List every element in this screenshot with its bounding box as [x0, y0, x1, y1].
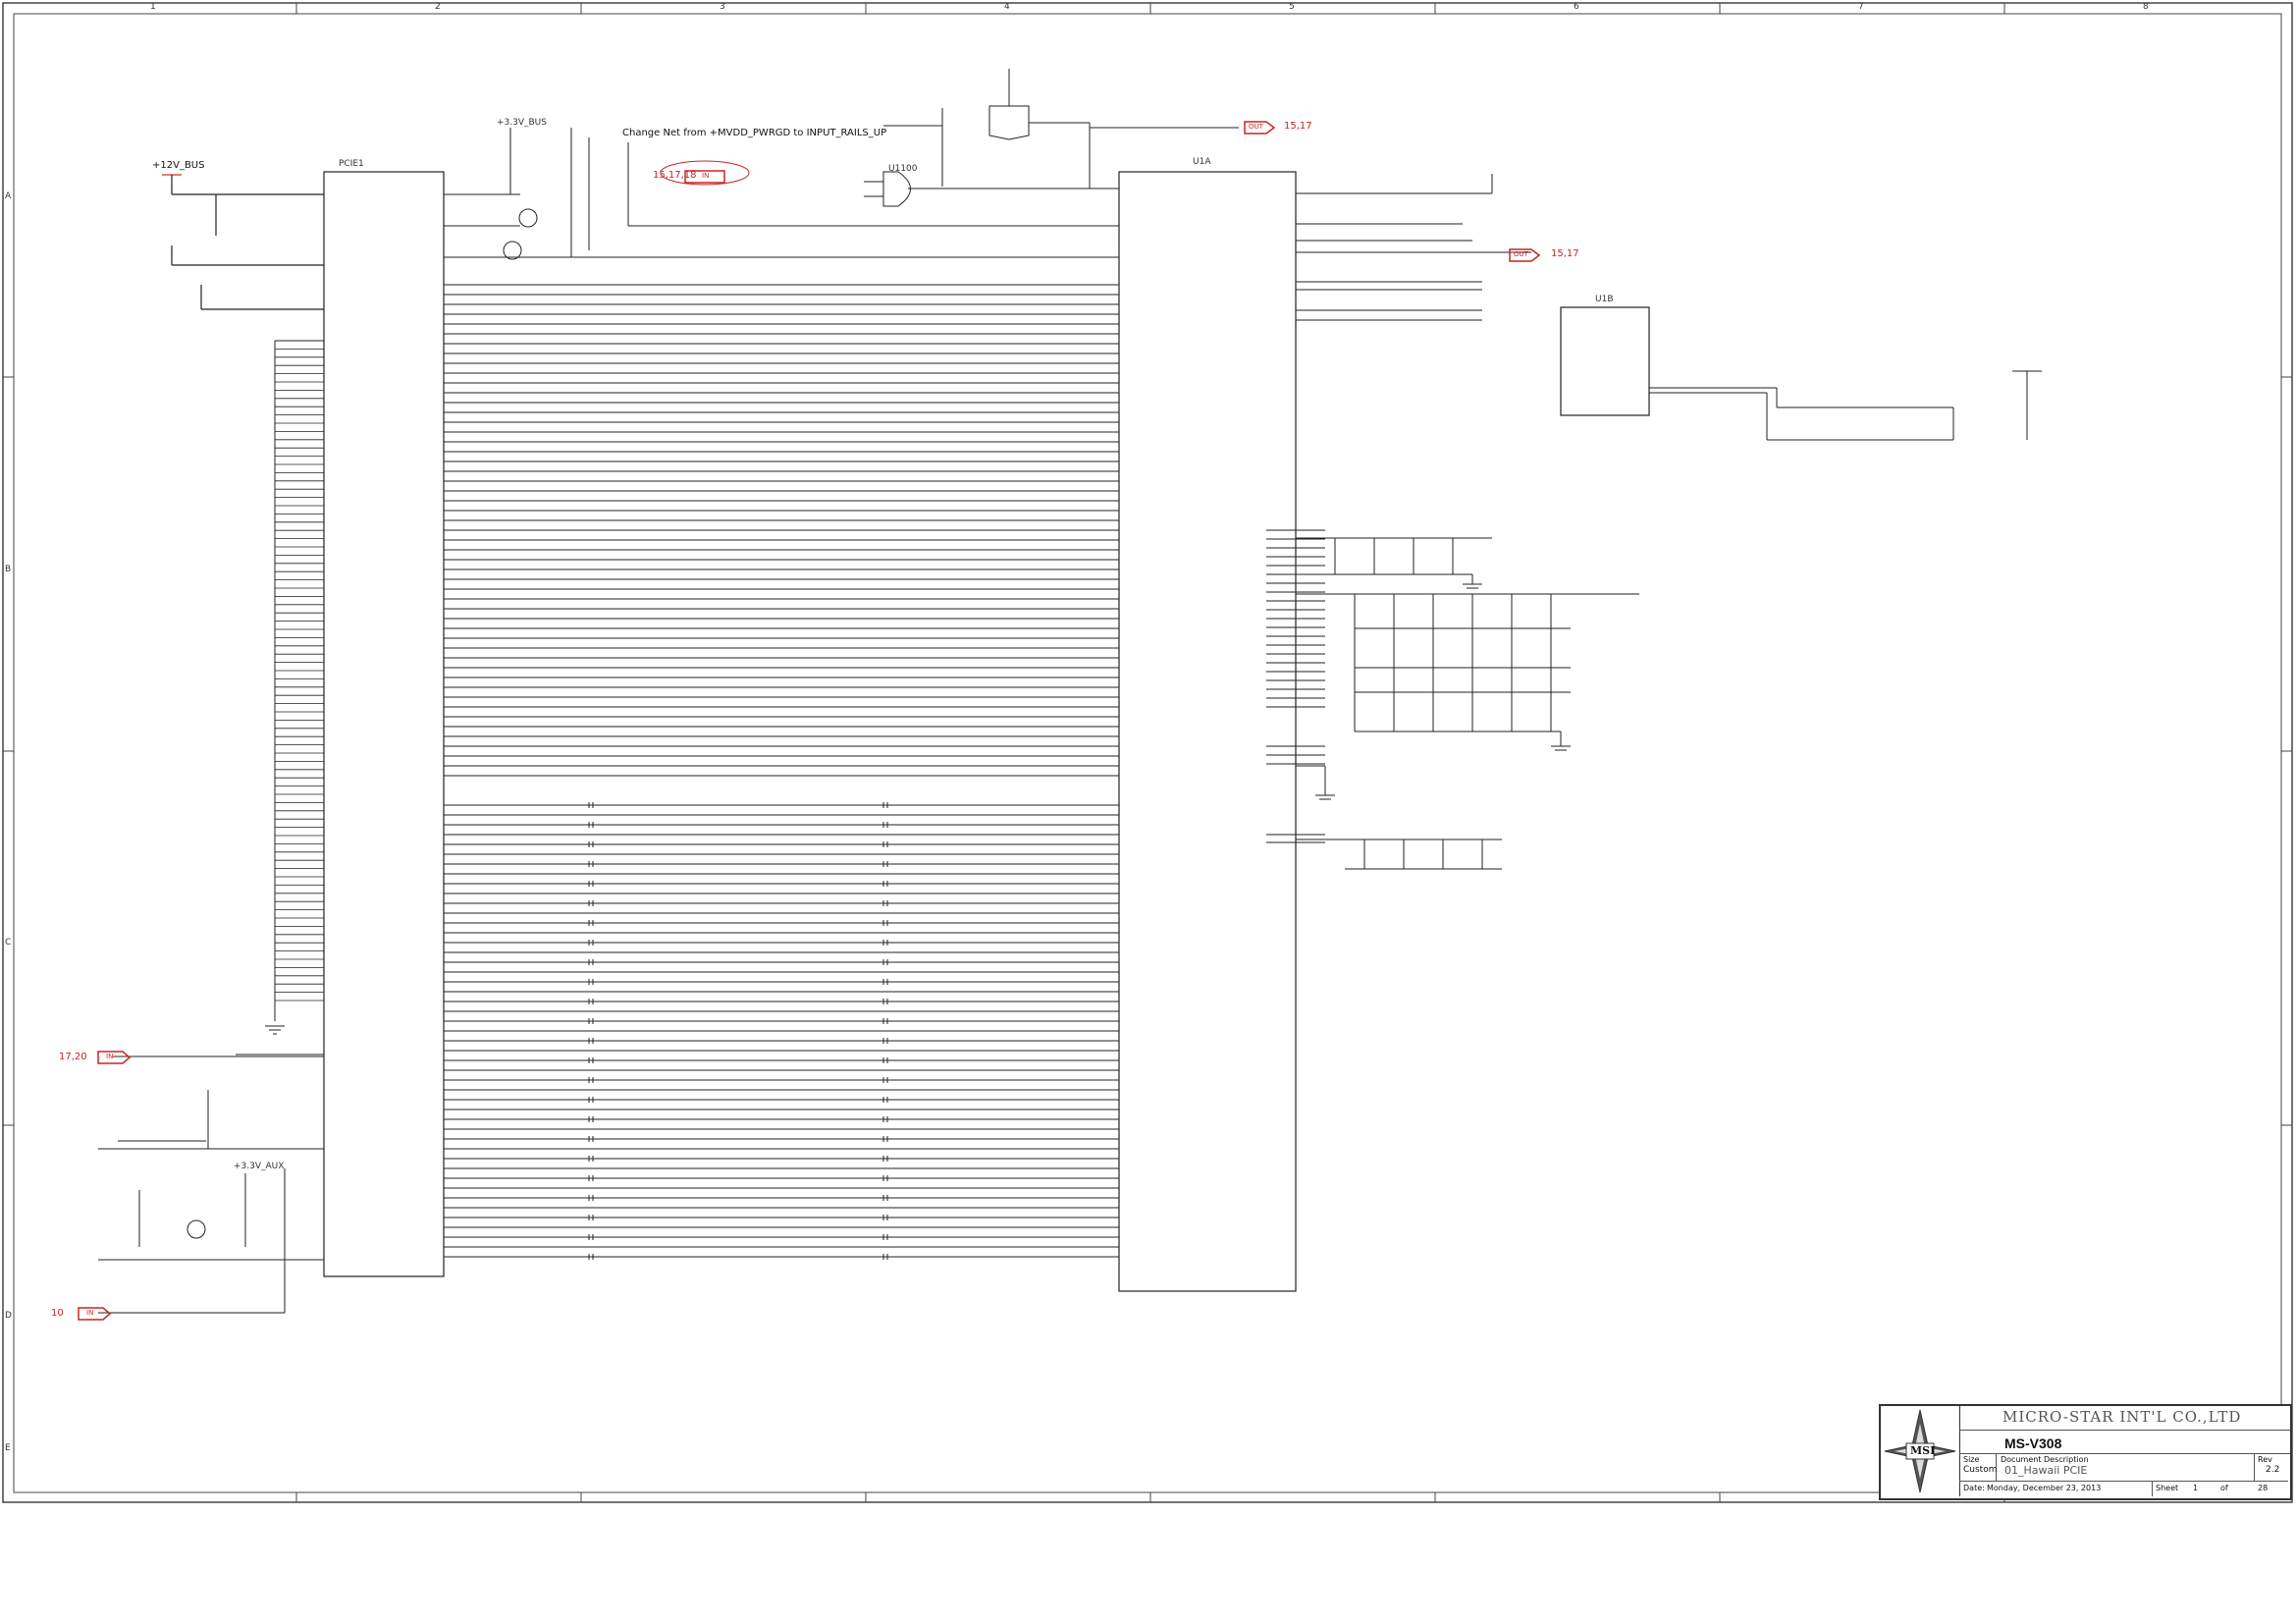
offpage-arrows [78, 121, 1541, 1321]
gnd-pin-lines [275, 340, 324, 1001]
col-number: 4 [1004, 2, 1010, 12]
top-logic [444, 69, 1239, 260]
gpu-right-signals [1296, 174, 1531, 321]
net-label-12v-bus: +12V_BUS [152, 160, 205, 171]
sheet-value: 1 [2193, 1484, 2199, 1492]
signal-rows [444, 284, 1119, 1260]
rev-label: Rev [2258, 1455, 2272, 1464]
msi-star-icon [1884, 1409, 1956, 1493]
model-number: MS-V308 [2004, 1435, 2062, 1451]
offpage-dir: OUT [1514, 250, 1528, 258]
row-letter: E [5, 1443, 11, 1453]
decap-bank-2 [1296, 593, 1639, 746]
msi-logo: MSI [1881, 1406, 1960, 1496]
title-block: MSI MICRO-STAR INT'L CO.,LTD MS-V308 Siz… [1879, 1404, 2292, 1500]
gpu-u1a-ref: U1A [1193, 157, 1211, 167]
u1b-wiring [1649, 370, 2042, 441]
of-label: of [2220, 1484, 2228, 1492]
gate-ic-ref: U1100 [888, 164, 918, 174]
msi-logo-text: MSI [1910, 1444, 1936, 1457]
sheet-label: Sheet [2156, 1484, 2179, 1492]
company-name: MICRO-STAR INT'L CO.,LTD [2002, 1408, 2242, 1426]
of-value: 28 [2258, 1484, 2269, 1492]
left-bottom-circuit [98, 1054, 324, 1314]
row-letter: C [5, 938, 12, 947]
offpage-ref: 15,17 [1551, 248, 1579, 259]
doc-desc-label: Document Description [2001, 1455, 2089, 1464]
offpage-ref: 10 [51, 1308, 64, 1319]
row-letter: A [5, 191, 12, 201]
row-letter: D [5, 1311, 12, 1321]
change-net-note: Change Net from +MVDD_PWRGD to INPUT_RAI… [622, 128, 887, 138]
offpage-dir: OUT [1249, 123, 1263, 131]
doc-desc-value: 01_Hawaii PCIE [2004, 1464, 2088, 1477]
col-number: 2 [435, 2, 441, 12]
gpu-bottom [1296, 765, 1326, 795]
zone-ticks [3, 3, 2292, 1502]
date-label: Date: [1963, 1484, 1985, 1492]
offpage-ref: 15,17 [1284, 121, 1312, 132]
decap-bank-3 [1296, 839, 1502, 870]
col-number: 7 [1858, 2, 1864, 12]
offpage-ref: 15,17,18 [653, 170, 697, 181]
size-value: Custom [1963, 1465, 1998, 1475]
date-value: Monday, December 23, 2013 [1987, 1484, 2102, 1492]
inner-frame [13, 13, 2282, 1493]
offpage-dir: IN [86, 1309, 94, 1317]
pcie-connector-ref: PCIE1 [339, 159, 364, 169]
rev-value: 2.2 [2266, 1465, 2280, 1475]
decap-bank-1 [1296, 537, 1492, 584]
offpage-ref: 17,20 [59, 1052, 87, 1062]
col-number: 5 [1289, 2, 1295, 12]
gpu-u1a-body [1118, 171, 1297, 1292]
net-label-3v3-aux: +3.3V_AUX [234, 1162, 285, 1171]
col-number: 3 [720, 2, 725, 12]
offpage-dir: IN [106, 1053, 114, 1060]
pcie-connector-body [323, 171, 445, 1277]
col-number: 6 [1574, 2, 1579, 12]
col-number: 1 [150, 2, 156, 12]
row-letter: B [5, 565, 12, 574]
gpu-u1b-body [1560, 306, 1650, 416]
gpu-u1b-ref: U1B [1595, 295, 1614, 304]
net-label-3v3-bus: +3.3V_BUS [497, 118, 547, 128]
v12-rail [162, 174, 324, 310]
size-label: Size [1963, 1455, 1980, 1464]
page-frame [2, 2, 2293, 1503]
offpage-dir: IN [702, 172, 710, 180]
col-number: 8 [2143, 2, 2149, 12]
gpu-right-pins [1266, 529, 1325, 843]
